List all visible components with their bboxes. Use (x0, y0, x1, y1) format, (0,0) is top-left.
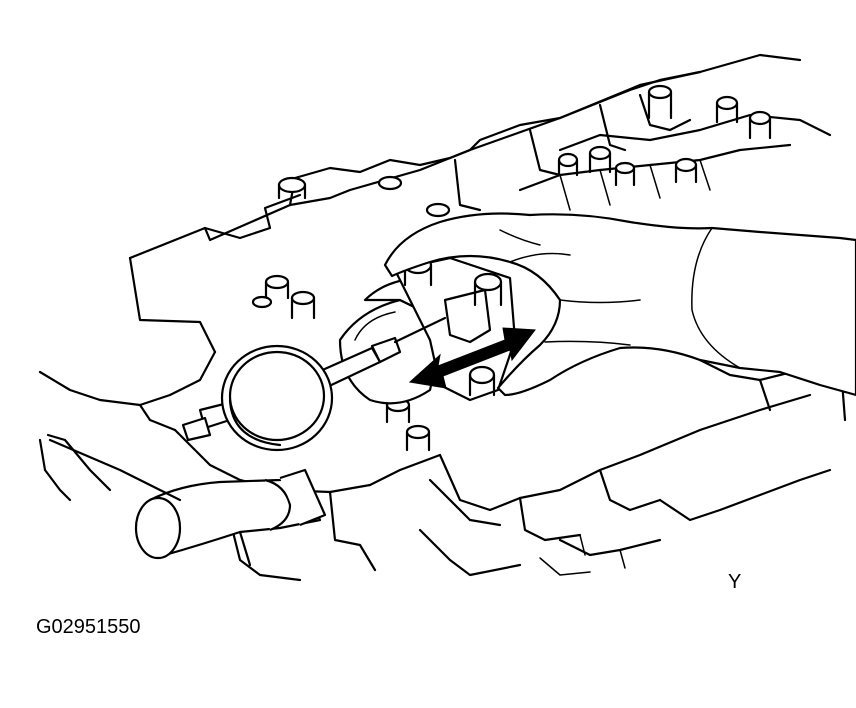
bolt-top-7 (647, 84, 673, 120)
bolt-top-3 (425, 202, 451, 218)
bolt-top-5 (588, 145, 612, 174)
bolt-top-2 (377, 175, 403, 191)
bearing-cap (393, 255, 517, 402)
bolt-top-9 (748, 110, 772, 140)
cap-bolt-lower (468, 365, 496, 397)
coolant-pipe (48, 438, 327, 567)
bolt-top-8 (715, 95, 739, 124)
double-headed-arrow-icon (408, 327, 536, 389)
figure-code: G02951550 (36, 616, 141, 638)
bolt-left-1 (264, 274, 290, 300)
bolt-top-1 (277, 176, 307, 200)
cap-bolt-right (473, 272, 503, 307)
bolt-left-2 (290, 290, 316, 320)
bolt-lower-2 (405, 424, 431, 452)
bolt-top-4 (557, 152, 579, 177)
bolt-left-3 (251, 295, 273, 309)
bolt-top-6 (614, 161, 636, 187)
corner-mark: Y (728, 571, 741, 593)
bolt-top-10 (674, 157, 698, 184)
dial-indicator-icon (181, 316, 447, 452)
technician-hand (383, 212, 856, 397)
